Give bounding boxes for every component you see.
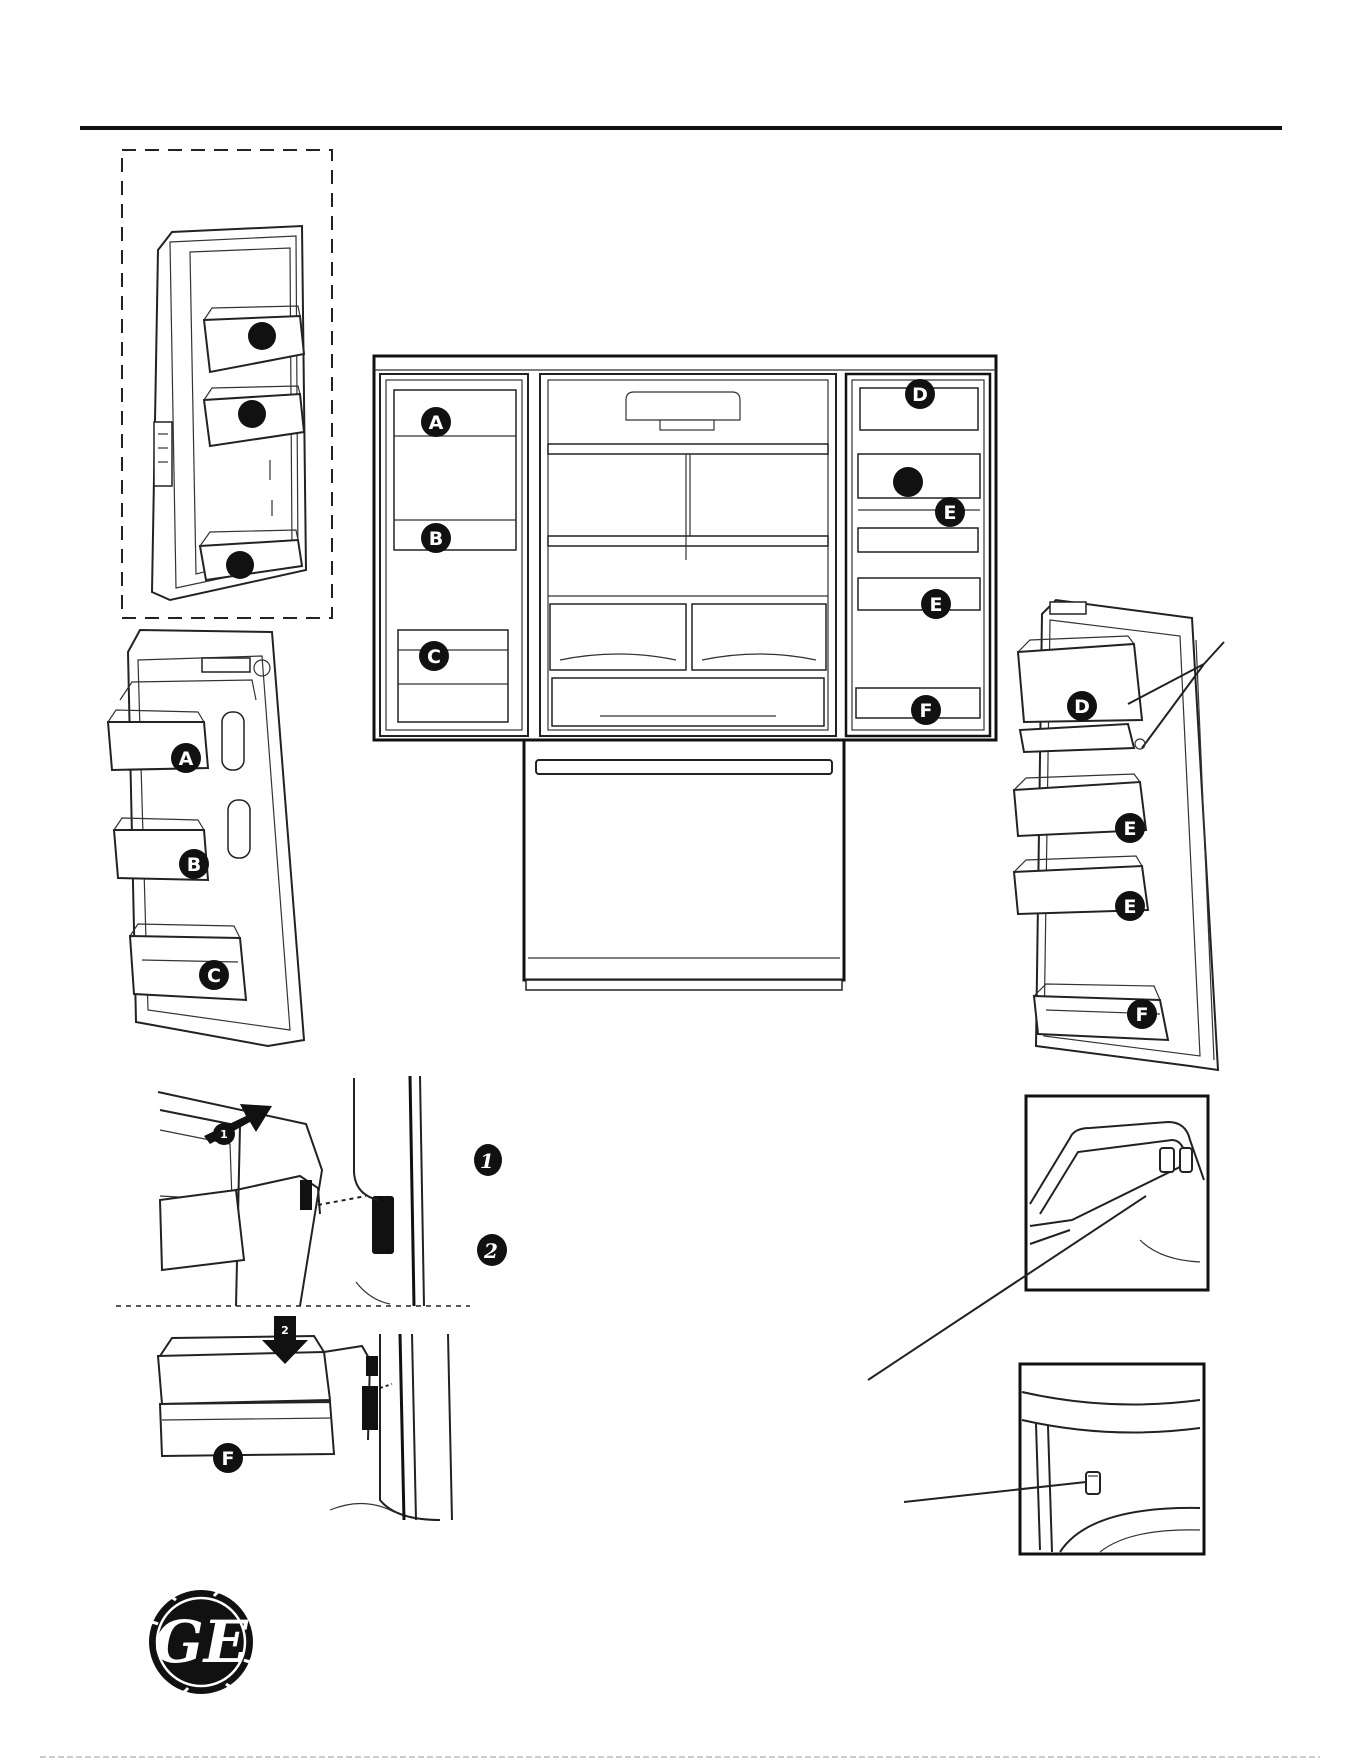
badge-a-fridge: A: [421, 407, 451, 437]
ge-logo-text: GE: [154, 1608, 249, 1676]
badge-b-left-door: B: [179, 849, 209, 879]
step-2-bullet: 2: [477, 1234, 507, 1266]
badge-e-fridge-lower: E: [921, 589, 951, 619]
inset-support-closeup: [1020, 1364, 1204, 1554]
ge-logo: GE: [146, 1590, 256, 1695]
badge-d-right-door-text: D: [1074, 696, 1090, 718]
bin-marker-1: [248, 322, 276, 350]
step-1-bullet: 1: [474, 1144, 502, 1176]
badge-a-left-door: A: [171, 743, 201, 773]
badge-b-fridge: B: [421, 523, 451, 553]
step-2-bullet-text: 2: [483, 1239, 498, 1263]
badge-c-text: C: [207, 965, 221, 987]
badge-d-fridge: D: [905, 379, 935, 409]
badge-b-text: B: [187, 854, 201, 876]
badge-f-fridge: F: [911, 695, 941, 725]
badge-a-fridge-text: A: [429, 412, 444, 434]
badge-c-left-door: C: [199, 960, 229, 990]
badge-f-right-door-text: F: [1136, 1004, 1149, 1026]
badge-e-right-door-upper: E: [1115, 813, 1145, 843]
bin-marker-2: [238, 400, 266, 428]
dashed-inset-door: [122, 150, 332, 618]
bin-marker-3: [226, 551, 254, 579]
badge-f-step2: F: [213, 1443, 243, 1473]
step2-arrow-badge-text: 2: [281, 1324, 289, 1337]
badge-c-fridge: C: [419, 641, 449, 671]
badge-d-right-door: D: [1067, 691, 1097, 721]
badge-e-fridge-lower-text: E: [930, 594, 943, 616]
inset-bin-tab-closeup: [1026, 1096, 1208, 1290]
badge-f-step2-text: F: [222, 1448, 235, 1470]
badge-e-fridge-upper: E: [935, 497, 965, 527]
badge-e-fridge-upper-text: E: [944, 502, 957, 524]
badge-a-text: A: [179, 748, 194, 770]
badge-f-fridge-text: F: [920, 700, 933, 722]
step1-detail-drawing: [116, 1076, 470, 1306]
badge-e-right-door-lower-text: E: [1124, 896, 1137, 918]
step2-detail-drawing: [158, 1316, 452, 1520]
refrigerator-front-open: [374, 356, 996, 990]
badge-b-fridge-text: B: [429, 528, 443, 550]
badge-f-right-door: F: [1127, 999, 1157, 1029]
badge-e-right-door-upper-text: E: [1124, 818, 1137, 840]
marker-fridge-door: [893, 467, 923, 497]
step1-arrow-badge: 1: [213, 1123, 235, 1145]
step-1-bullet-text: 1: [480, 1149, 494, 1173]
step2-arrow-badge: 2: [275, 1320, 295, 1340]
badge-e-right-door-lower: E: [1115, 891, 1145, 921]
step1-arrow-badge-text: 1: [220, 1128, 228, 1141]
badge-c-fridge-text: C: [427, 646, 441, 668]
badge-d-fridge-text: D: [912, 384, 928, 406]
